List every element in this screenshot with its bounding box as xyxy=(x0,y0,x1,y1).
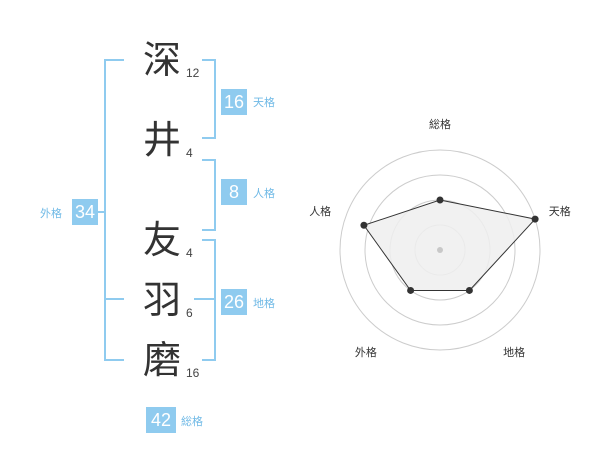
chikaku-value: 26 xyxy=(221,289,247,315)
jinkaku-label: 人格 xyxy=(253,187,275,200)
gaikaku-connector xyxy=(98,211,106,213)
soukaku-label: 総格 xyxy=(181,415,203,428)
radar-point-3 xyxy=(465,286,473,294)
chikaku-bracket-tick xyxy=(194,298,214,300)
name-char-2: 井 xyxy=(142,118,181,162)
jinkaku-value: 8 xyxy=(221,179,247,205)
tenkaku-label: 天格 xyxy=(253,96,275,109)
tenkaku-value: 16 xyxy=(221,89,247,115)
name-char-5: 磨 xyxy=(142,338,181,382)
radar-area xyxy=(363,199,537,291)
radar-ring xyxy=(339,149,541,351)
soukaku-value: 42 xyxy=(146,407,176,433)
chikaku-label: 地格 xyxy=(253,297,275,310)
radar-ring xyxy=(364,174,516,326)
jinkaku-bracket xyxy=(202,159,216,231)
radar-point-4 xyxy=(407,286,415,294)
outer-bracket xyxy=(104,59,124,361)
name-char-1: 深 xyxy=(142,38,181,82)
gaikaku-label: 外格 xyxy=(40,207,62,220)
chikaku-bracket xyxy=(202,239,216,361)
radar-axis-label-4: 外格 xyxy=(355,345,377,359)
stroke-count-1: 12 xyxy=(186,66,200,80)
outer-bracket-tick xyxy=(104,298,124,300)
radar-point-2 xyxy=(531,215,539,223)
stroke-count-3: 4 xyxy=(186,246,193,260)
radar-center-dot xyxy=(437,247,443,253)
radar-point-5 xyxy=(360,221,368,229)
radar-axis-label-2: 天格 xyxy=(549,204,571,218)
radar-point-1 xyxy=(436,196,444,204)
radar-axis-label-5: 人格 xyxy=(309,204,331,218)
radar-axis-label-3: 地格 xyxy=(503,345,525,359)
radar-axis-label-1: 総格 xyxy=(429,117,451,131)
gaikaku-value: 34 xyxy=(72,199,98,225)
name-char-4: 羽 xyxy=(142,278,181,322)
stroke-count-4: 6 xyxy=(186,306,193,320)
stroke-count-5: 16 xyxy=(186,366,200,380)
name-char-3: 友 xyxy=(142,218,181,262)
tenkaku-bracket xyxy=(202,59,216,139)
stroke-count-2: 4 xyxy=(186,146,193,160)
